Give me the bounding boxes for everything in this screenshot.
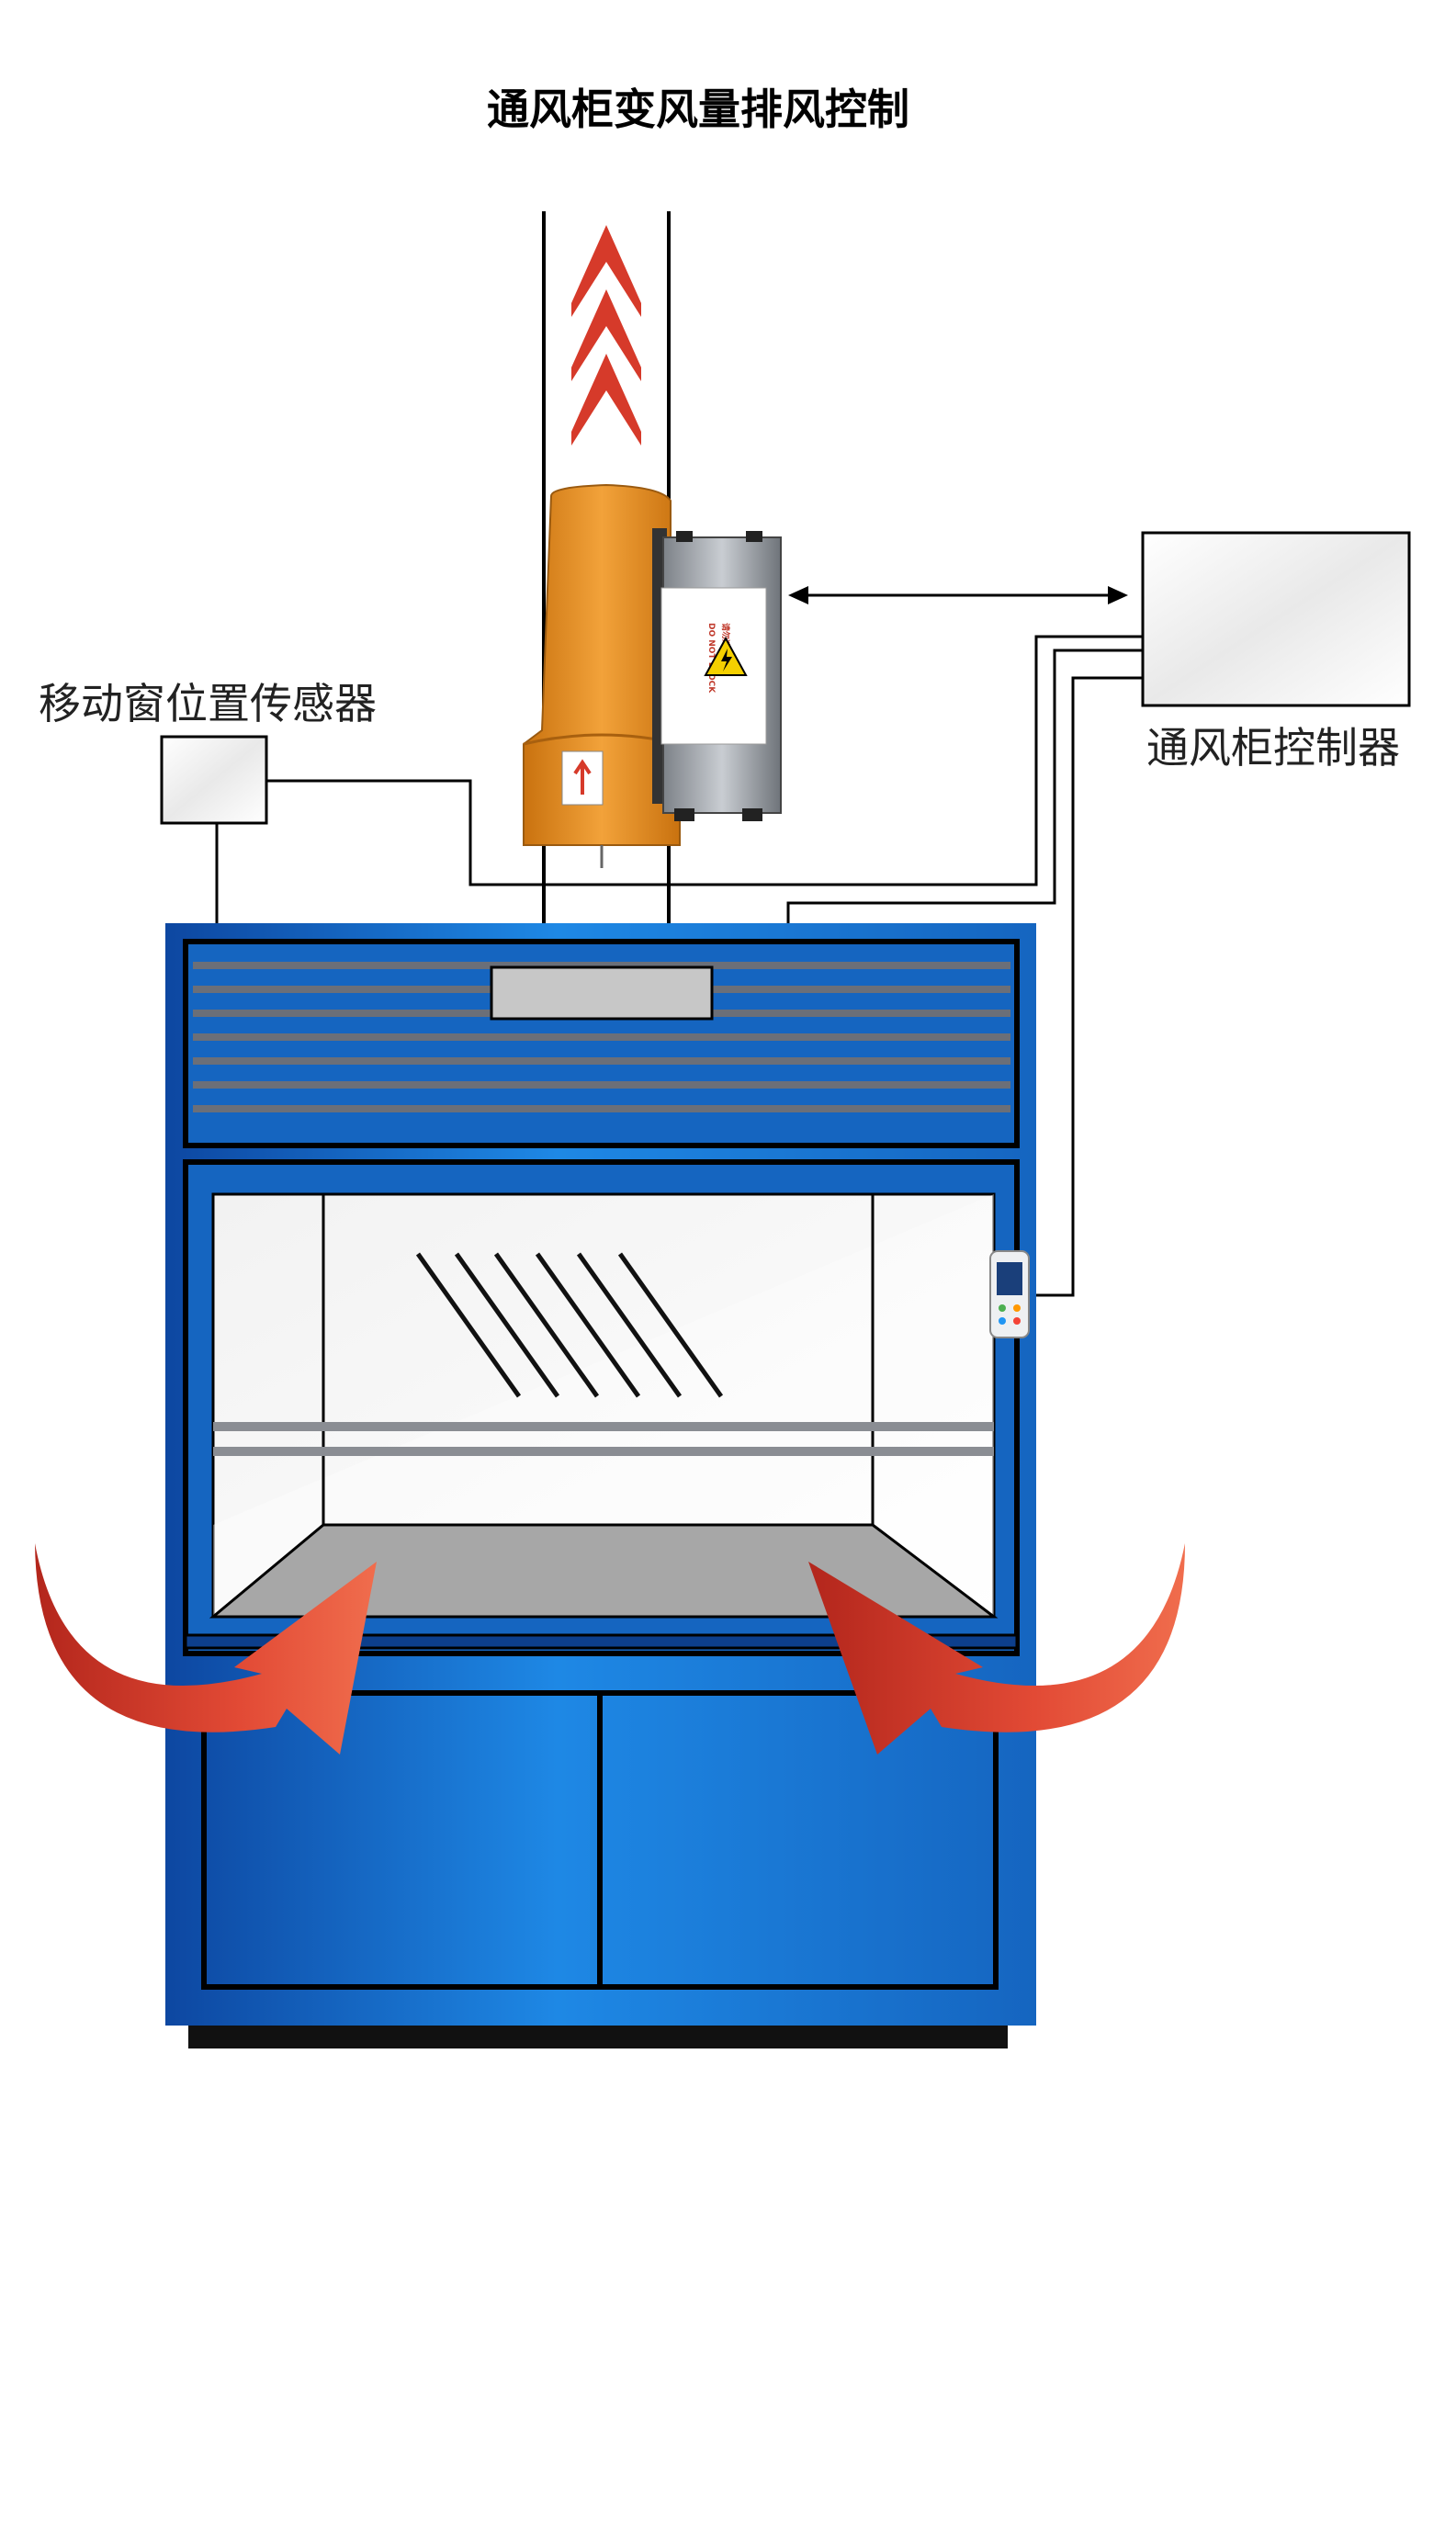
diagram-title: 通风柜变风量排风控制	[487, 85, 909, 134]
high-voltage-warning-icon	[704, 636, 748, 676]
curved-arrow-icon	[35, 1543, 1185, 1755]
sash-glass-hatching	[415, 1252, 724, 1398]
valve-actuator: 请勿遮挡 DO NOT BLOCK	[652, 528, 782, 821]
double-arrow-icon	[788, 586, 1128, 604]
sash-sensor-label: 移动窗位置传感器	[39, 679, 377, 728]
chevron-up-icon	[571, 225, 641, 446]
valve-sticker-text-2: DO NOT BLOCK	[706, 623, 716, 694]
fume-hood-controller: 通风柜控制器	[1141, 531, 1411, 773]
fume-hood-cabinet	[165, 923, 1036, 2048]
sash-position-sensor: 移动窗位置传感器	[39, 679, 377, 923]
control-panel	[989, 1250, 1030, 1338]
controller-label: 通风柜控制器	[1146, 723, 1400, 773]
